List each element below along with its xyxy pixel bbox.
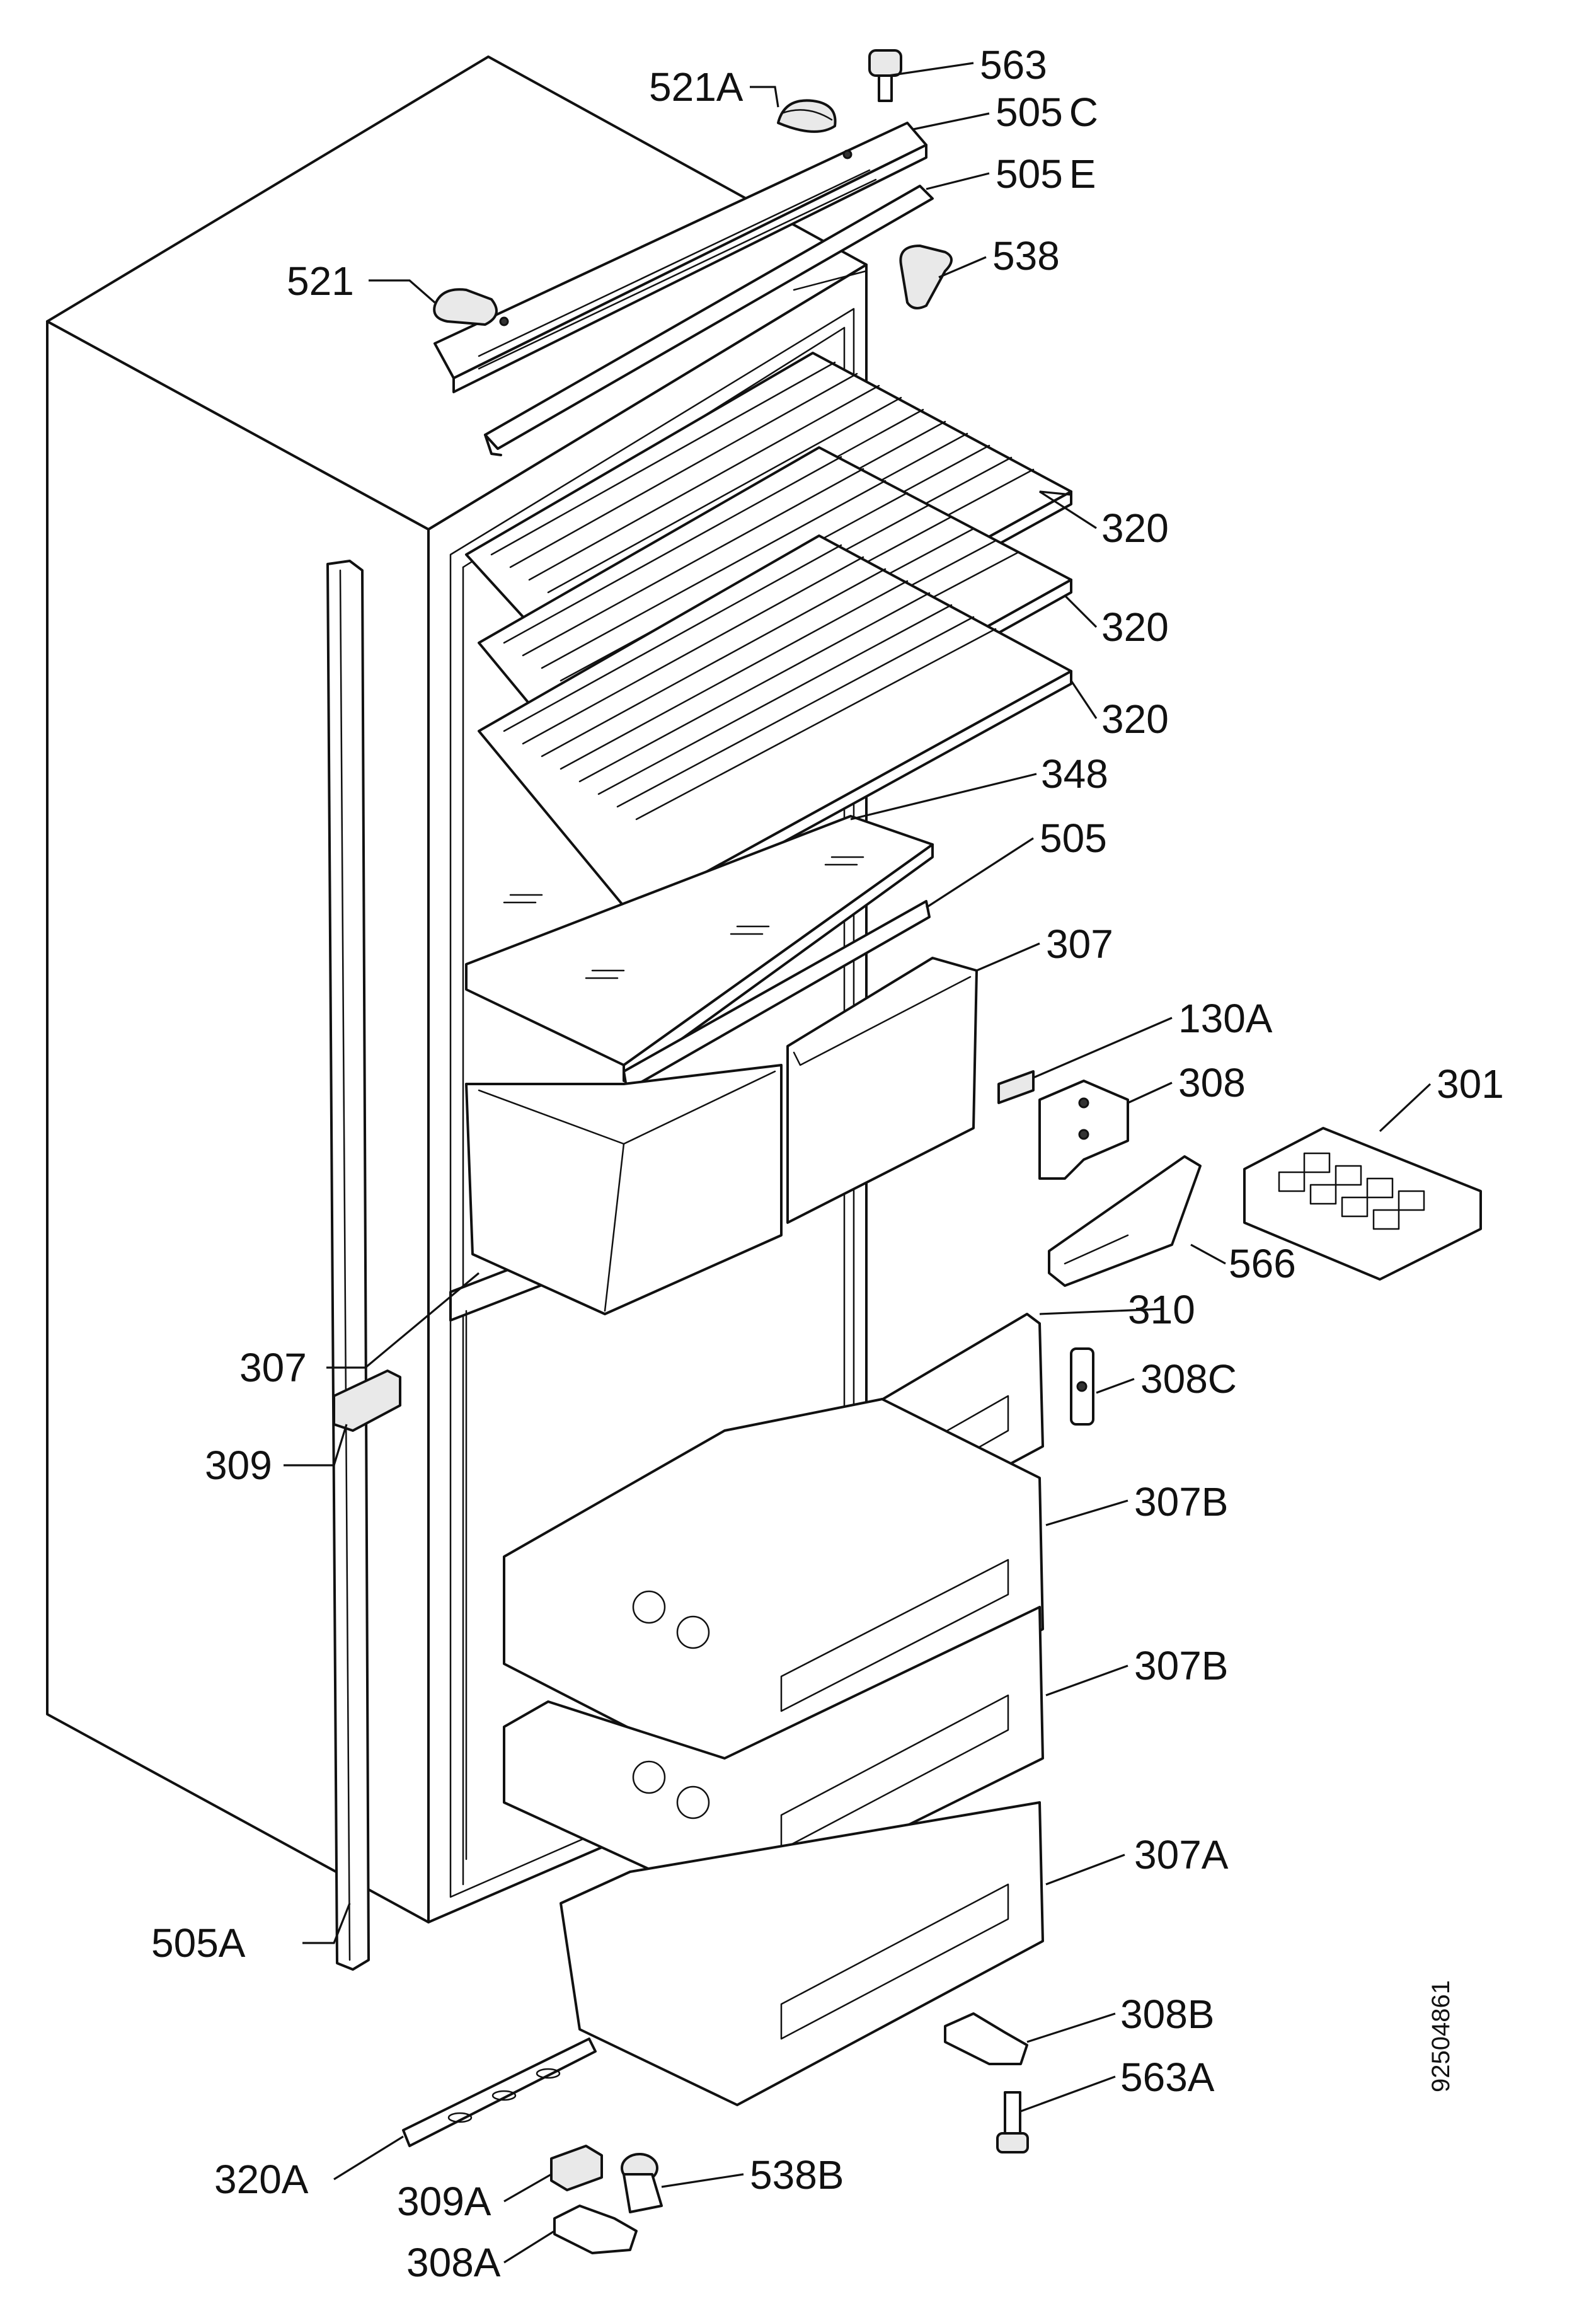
label-320a: 320A — [214, 2157, 309, 2202]
hinge-cover-521a — [777, 99, 837, 133]
label-307a: 307A — [1134, 1832, 1229, 1877]
crisper-307-left — [465, 1064, 783, 1315]
label-320-c: 320 — [1101, 696, 1169, 742]
hinge-cover-521 — [433, 288, 498, 326]
label-308b: 308B — [1120, 1992, 1214, 2037]
label-307b-2: 307B — [1134, 1643, 1228, 1688]
label-538: 538 — [992, 233, 1060, 279]
leader-lines — [284, 62, 1432, 2264]
label-505a: 505A — [151, 1920, 246, 1966]
hinge-bracket-308 — [1038, 1080, 1129, 1180]
freezer-drawer-307b-2 — [503, 1606, 1044, 1911]
label-320-b: 320 — [1101, 604, 1169, 650]
label-310: 310 — [1128, 1287, 1195, 1332]
hinge-pin-563a — [996, 2091, 1029, 2153]
hinge-308b — [944, 2012, 1028, 2065]
hinge-538 — [899, 245, 953, 309]
part-309 — [333, 1369, 401, 1432]
label-521: 521 — [287, 258, 354, 304]
label-348: 348 — [1041, 751, 1108, 797]
label-130a: 130A — [1178, 996, 1273, 1041]
top-rail-505c — [433, 122, 927, 393]
label-563: 563 — [980, 42, 1047, 88]
label-538b: 538B — [750, 2152, 844, 2198]
document-number: 92504861 — [1427, 1980, 1455, 2092]
label-301: 301 — [1437, 1061, 1504, 1107]
label-566: 566 — [1229, 1241, 1296, 1286]
freezer-drawer-307a — [560, 1801, 1044, 2106]
label-307b-1: 307B — [1134, 1479, 1228, 1525]
hinge-538b — [621, 2153, 663, 2213]
label-563a: 563A — [1120, 2055, 1215, 2100]
label-505: 505 — [1040, 816, 1107, 861]
hinge-pin-563 — [868, 49, 902, 102]
crisper-307-right — [786, 957, 978, 1224]
ice-tray-301 — [1243, 1127, 1482, 1281]
label-308c: 308C — [1140, 1356, 1237, 1402]
label-307-top: 307 — [1046, 921, 1113, 967]
label-307-left: 307 — [239, 1345, 307, 1390]
rail-320a — [402, 2038, 597, 2147]
label-521a: 521A — [649, 64, 743, 110]
part-309a — [550, 2145, 603, 2191]
label-320-a: 320 — [1101, 505, 1169, 551]
door-seal-505a — [326, 560, 370, 1971]
part-130a — [997, 1070, 1035, 1104]
top-rail-505e — [484, 185, 934, 456]
label-309: 309 — [205, 1443, 272, 1488]
ice-scraper-566 — [1048, 1155, 1202, 1287]
hinge-308c — [1070, 1347, 1094, 1426]
glass-shelf-348 — [465, 815, 934, 1082]
hinge-308a — [553, 2205, 638, 2254]
label-309a: 309A — [397, 2179, 491, 2224]
label-308: 308 — [1178, 1060, 1246, 1105]
label-308a: 308A — [406, 2240, 501, 2285]
